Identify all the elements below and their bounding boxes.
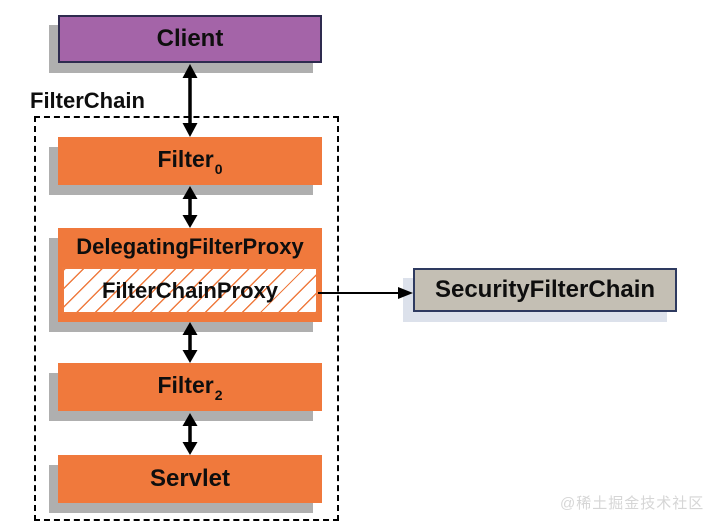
node-delegating-filter-proxy-label: DelegatingFilterProxy (76, 234, 304, 259)
double-arrow-dfp-filter2-icon (182, 322, 198, 363)
node-filter0-label: Filter0 (157, 145, 223, 177)
double-arrow-filter2-servlet-icon (182, 413, 198, 455)
node-filter2-subscript: 2 (214, 386, 223, 403)
double-arrow-filter0-dfp-icon (182, 186, 198, 228)
node-servlet-label: Servlet (149, 465, 231, 492)
node-servlet: Servlet (58, 455, 322, 503)
node-filter0: Filter0 (58, 137, 322, 185)
node-filter2-label: Filter2 (157, 371, 223, 403)
node-security-filter-chain: SecurityFilterChain (413, 268, 677, 312)
watermark: @稀土掘金技术社区 (560, 495, 705, 512)
node-filter0-subscript: 0 (214, 160, 223, 177)
filterchain-dashed-container (34, 116, 339, 521)
filterchain-label: FilterChain (30, 88, 145, 113)
node-client-label: Client (156, 25, 224, 52)
node-client: Client (58, 15, 322, 63)
node-security-filter-chain-label: SecurityFilterChain (434, 276, 656, 303)
node-filter2: Filter2 (58, 363, 322, 411)
double-arrow-client-filter0-icon (182, 64, 198, 137)
arrow-fcp-to-securityfilterchain-icon (318, 287, 413, 299)
node-filter-chain-proxy-label: FilterChainProxy (101, 277, 279, 303)
node-filter-chain-proxy: FilterChainProxy (62, 267, 318, 314)
